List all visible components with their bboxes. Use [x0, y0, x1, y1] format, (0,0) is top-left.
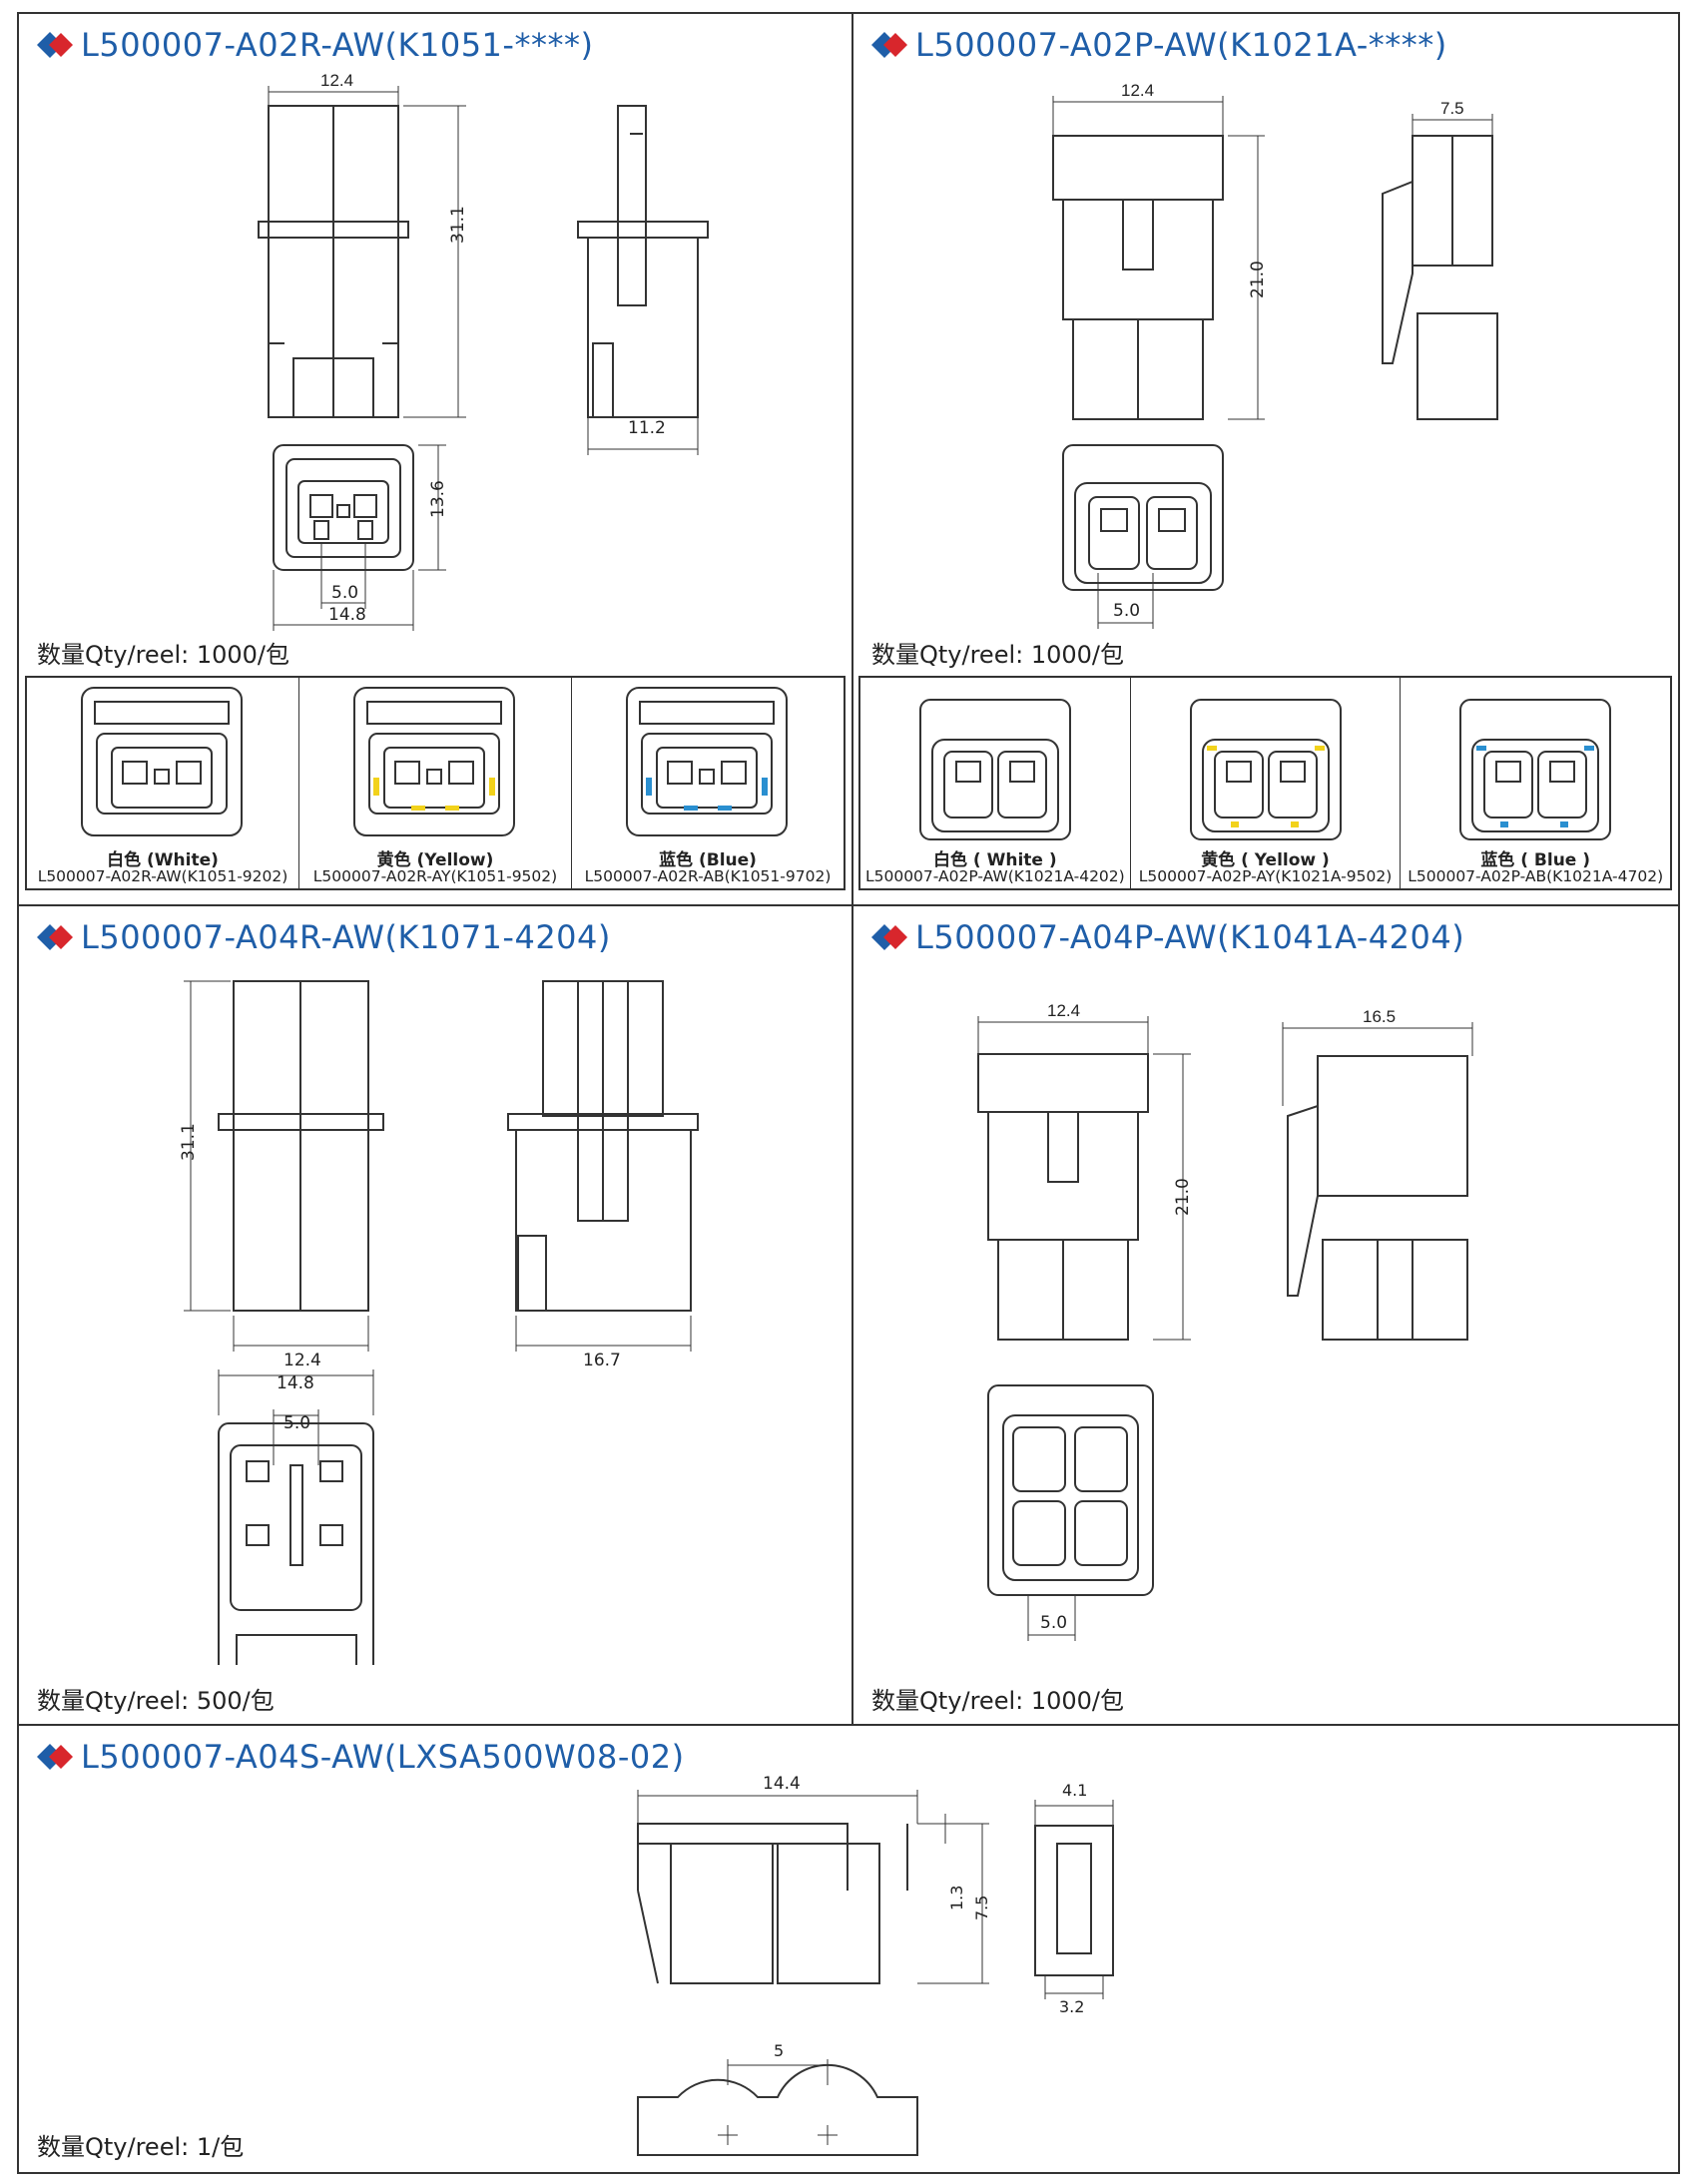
dim-label: 14.8 — [277, 1373, 314, 1393]
dim-label: 12.4 — [320, 71, 353, 90]
section-title-text: L500007-A04P-AW(K1041A-4204) — [915, 918, 1465, 956]
drawing-a04s — [637, 1790, 1114, 2156]
section-title: L500007-A04S-AW(LXSA500W08-02) — [37, 1738, 685, 1776]
dim-label: 12.4 — [1047, 1001, 1080, 1020]
dim-label: 5.0 — [331, 583, 359, 603]
variant-color-name: 黄色 ( Yellow ) — [1201, 850, 1330, 870]
qty-per-reel: 数量Qty/reel: 1/包 — [37, 2133, 245, 2161]
dim-label: 3.2 — [1059, 1997, 1085, 2016]
variant-connector-icon — [81, 687, 243, 836]
dim-label: 21.0 — [1173, 1178, 1193, 1216]
variant-color-name: 白色 (White) — [107, 850, 219, 870]
section-title-text: L500007-A04S-AW(LXSA500W08-02) — [81, 1738, 685, 1776]
dim-label: 31.1 — [179, 1123, 199, 1161]
qty-per-reel: 数量Qty/reel: 1000/包 — [871, 1687, 1125, 1715]
variant-part-number: L500007-A02P-AY(K1021A-9502) — [1138, 867, 1393, 885]
dim-label: 12.4 — [1121, 81, 1154, 100]
dim-label: 5.0 — [283, 1413, 311, 1433]
variant-part-number: L500007-A02R-AY(K1051-9502) — [312, 867, 558, 885]
dim-label: 14.4 — [763, 1774, 801, 1794]
variant-connector-icon — [919, 699, 1071, 840]
section-a04r: L500007-A04R-AW(K1071-4204) — [19, 906, 851, 1724]
dim-label: 1.3 — [947, 1885, 966, 1911]
dim-label: 5.0 — [1113, 601, 1141, 621]
qty-per-reel: 数量Qty/reel: 1000/包 — [37, 641, 290, 669]
color-variants-a02p: 白色 ( White ) L500007-A02P-AW(K1021A-4202… — [858, 676, 1672, 890]
section-a02p: L500007-A02P-AW(K1021A-****) 12.4 7.5 — [853, 14, 1678, 904]
dim-label: 4.1 — [1062, 1781, 1088, 1800]
qty-per-reel: 数量Qty/reel: 1000/包 — [871, 641, 1125, 669]
brand-diamond-icon — [37, 924, 73, 950]
dim-label: 13.6 — [428, 480, 448, 518]
dim-label: 11.2 — [628, 418, 666, 438]
variant-connector-icon — [626, 687, 788, 836]
dim-label: 5.0 — [1040, 1613, 1068, 1633]
dim-label: 21.0 — [1248, 261, 1268, 298]
variant-part-number: L500007-A02P-AB(K1021A-4702) — [1408, 867, 1664, 885]
variant-part-number: L500007-A02P-AW(K1021A-4202) — [864, 867, 1125, 885]
grid-divider — [851, 14, 853, 1726]
variant-connector-icon — [353, 687, 515, 836]
variant-yellow: 黄色 (Yellow) L500007-A02R-AY(K1051-9502) — [299, 678, 572, 888]
variant-blue: 蓝色 (Blue) L500007-A02R-AB(K1051-9702) — [572, 678, 844, 888]
variant-part-number: L500007-A02R-AW(K1051-9202) — [37, 867, 288, 885]
brand-diamond-icon — [871, 924, 907, 950]
variant-part-number: L500007-A02R-AB(K1051-9702) — [584, 867, 832, 885]
variant-white: 白色 (White) L500007-A02R-AW(K1051-9202) — [27, 678, 299, 888]
color-variants-a02r: 白色 (White) L500007-A02R-AW(K1051-9202) 黄… — [25, 676, 846, 890]
brand-diamond-icon — [37, 32, 73, 58]
drawing-a04r — [184, 980, 699, 1665]
section-title: L500007-A04R-AW(K1071-4204) — [37, 918, 611, 956]
section-title-text: L500007-A02R-AW(K1051-****) — [81, 26, 594, 64]
qty-per-reel: 数量Qty/reel: 500/包 — [37, 1687, 275, 1715]
dim-label: 12.4 — [283, 1351, 321, 1370]
section-title-text: L500007-A04R-AW(K1071-4204) — [81, 918, 611, 956]
grid-divider — [19, 1724, 1678, 1726]
variant-white: 白色 ( White ) L500007-A02P-AW(K1021A-4202… — [860, 678, 1131, 888]
variant-connector-icon — [1189, 699, 1342, 840]
dim-label: 16.7 — [583, 1351, 621, 1370]
variant-yellow: 黄色 ( Yellow ) L500007-A02P-AY(K1021A-950… — [1131, 678, 1402, 888]
dim-label: 5 — [774, 2041, 785, 2060]
brand-diamond-icon — [37, 1744, 73, 1770]
variant-color-name: 白色 ( White ) — [933, 850, 1057, 870]
drawing-a02p: 12.4 7.5 — [1052, 81, 1498, 629]
dim-label: 14.8 — [328, 605, 366, 625]
section-title: L500007-A02R-AW(K1051-****) — [37, 26, 593, 64]
variant-blue: 蓝色 ( Blue ) L500007-A02P-AB(K1021A-4702) — [1401, 678, 1670, 888]
grid-divider — [19, 904, 1678, 906]
section-title: L500007-A04P-AW(K1041A-4204) — [871, 918, 1464, 956]
dim-label: 31.1 — [448, 206, 468, 244]
section-title: L500007-A02P-AW(K1021A-****) — [871, 26, 1447, 64]
variant-color-name: 蓝色 ( Blue ) — [1480, 850, 1591, 870]
section-a04p: L500007-A04P-AW(K1041A-4204) 12.4 16.5 — [853, 906, 1678, 1724]
catalog-sheet: L500007-A02R-AW(K1051-****) 12.4 — [17, 12, 1680, 2174]
dim-label: 7.5 — [1440, 99, 1464, 118]
brand-diamond-icon — [871, 32, 907, 58]
section-a02r: L500007-A02R-AW(K1051-****) 12.4 — [19, 14, 851, 904]
dim-label: 16.5 — [1363, 1007, 1396, 1026]
dim-label: 7.5 — [972, 1895, 991, 1920]
variant-connector-icon — [1459, 699, 1612, 840]
drawing-a02r: 12.4 — [258, 71, 709, 631]
variant-color-name: 蓝色 (Blue) — [659, 850, 757, 870]
variant-color-name: 黄色 (Yellow) — [376, 850, 494, 870]
section-a04s: L500007-A04S-AW(LXSA500W08-02) — [19, 1726, 1678, 2174]
drawing-a04p: 12.4 16.5 — [977, 1001, 1473, 1641]
section-title-text: L500007-A02P-AW(K1021A-****) — [915, 26, 1447, 64]
